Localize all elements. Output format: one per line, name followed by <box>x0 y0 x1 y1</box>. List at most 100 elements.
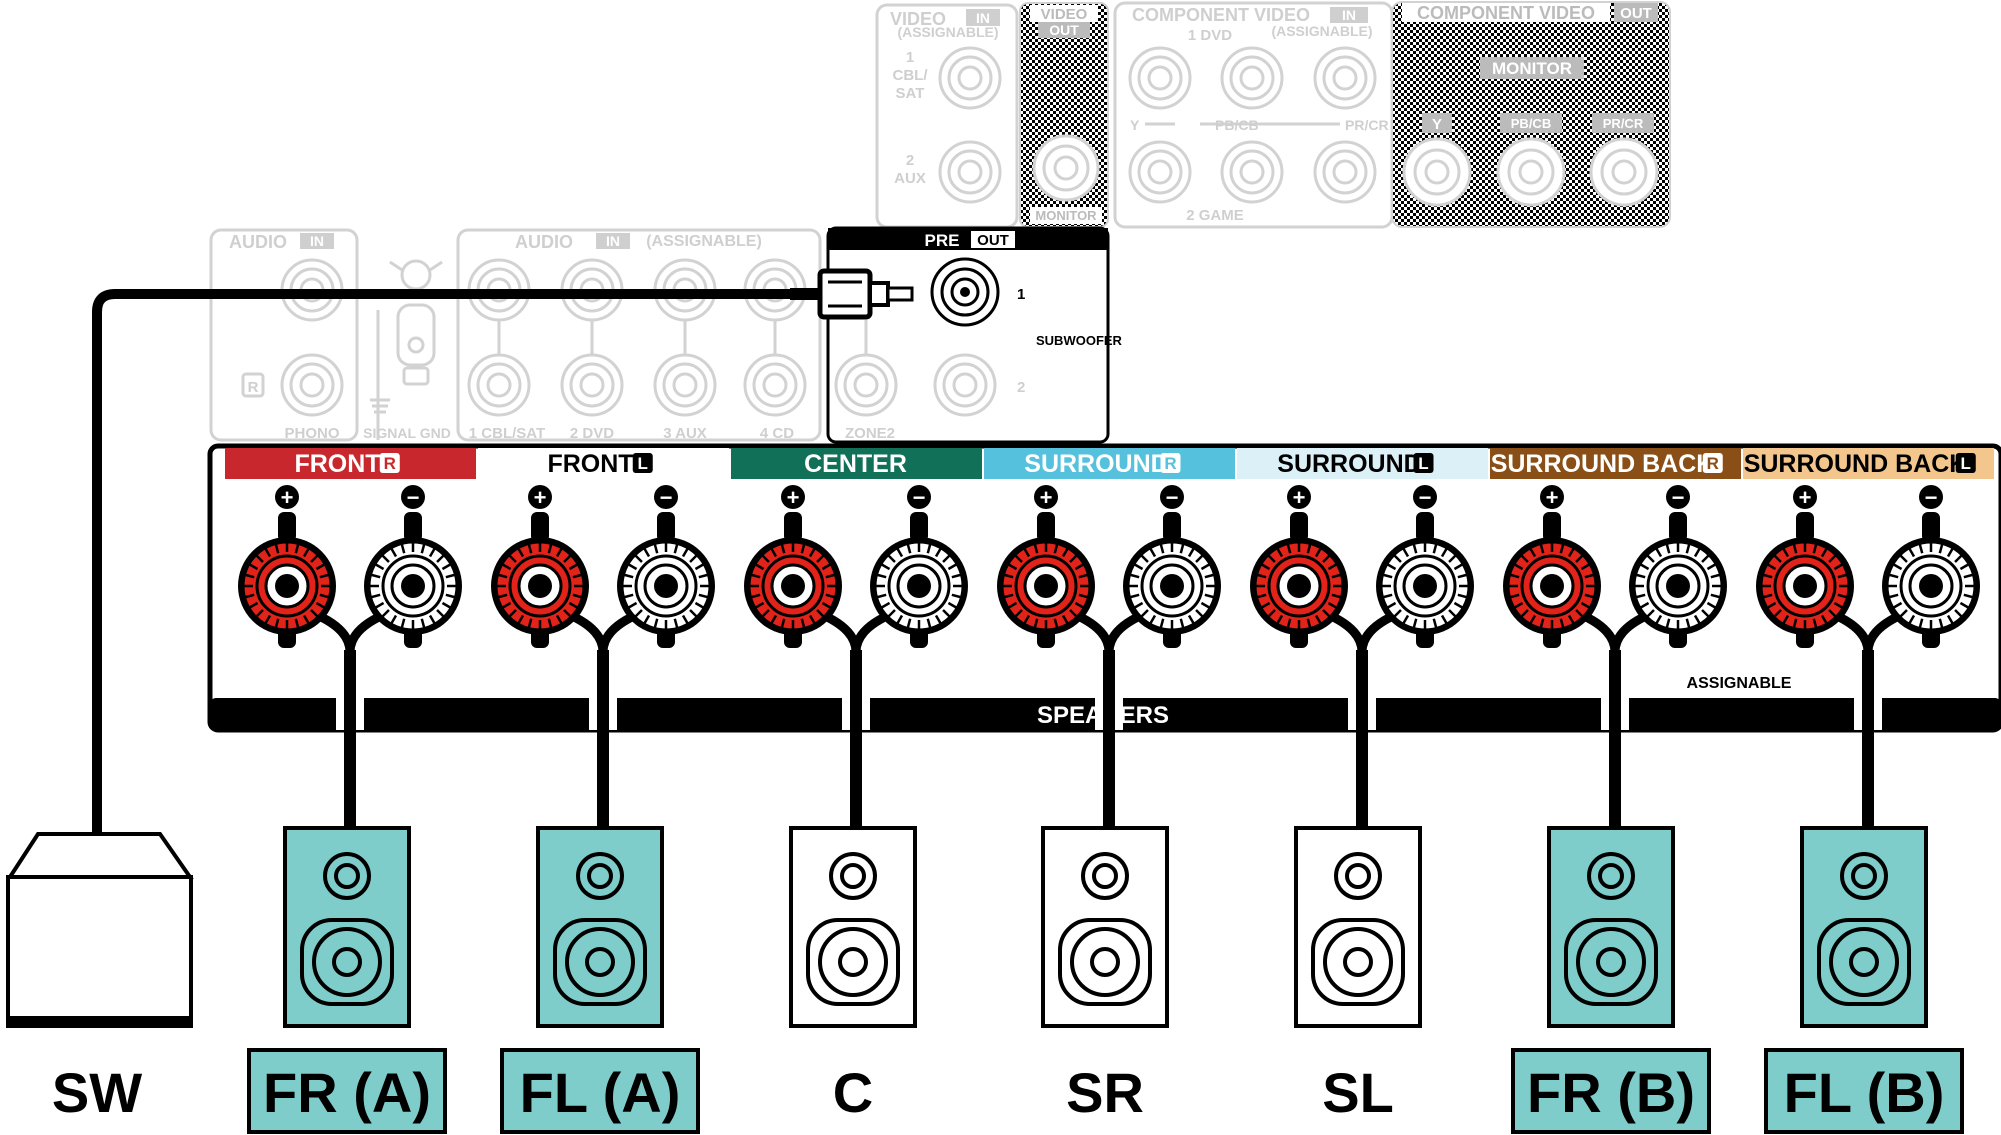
subwoofer-cabinet <box>6 875 193 1028</box>
speaker-terminals: +−+−+−+−+−+−+− <box>238 485 1980 653</box>
speaker-wires <box>336 650 1882 830</box>
minus-sign <box>1160 485 1184 509</box>
minus-sign-text: − <box>913 485 926 510</box>
speaker-sr: SR <box>1041 826 1169 1124</box>
section-side-badge <box>1160 453 1181 473</box>
speaker-c: C <box>789 826 917 1124</box>
positive-binding-post[interactable] <box>1756 537 1854 635</box>
speaker-wire-4 <box>1103 650 1115 830</box>
section-side-letter: L <box>1418 454 1428 473</box>
rear-panel-ghost: VIDEO IN (ASSIGNABLE) 1 CBL/ SAT 2 AUX V… <box>209 1 1671 442</box>
terminal-pair-6: +− <box>1503 485 1727 653</box>
audio-in-label: AUDIO <box>229 232 287 252</box>
video-in-1-l2: SAT <box>896 85 925 102</box>
video-in-block: VIDEO IN (ASSIGNABLE) 1 CBL/ SAT 2 AUX <box>875 3 1019 229</box>
video-out-tag: OUT <box>1049 22 1079 38</box>
negative-binding-post[interactable] <box>1123 537 1221 635</box>
section-header-3: CENTER <box>731 448 982 479</box>
speaker-fl-a: FL (A) <box>500 826 700 1134</box>
comp-in-pr: PR/CR <box>1345 117 1389 133</box>
positive-binding-post[interactable] <box>238 537 336 635</box>
plus-sign <box>1034 485 1058 509</box>
negative-binding-post[interactable] <box>870 537 968 635</box>
speaker-wire-5 <box>1356 650 1368 830</box>
audio-assign-sub: (ASSIGNABLE) <box>646 233 762 250</box>
video-in-1-num: 1 <box>906 49 914 66</box>
speaker-label: FL (B) <box>1784 1061 1945 1124</box>
negative-binding-post[interactable] <box>1376 537 1474 635</box>
section-header-label: SURROUND BACK <box>1491 450 1715 478</box>
comp-in-label: COMPONENT VIDEO <box>1132 5 1310 25</box>
section-header-bg <box>1743 448 1994 479</box>
comp-in-sub: (ASSIGNABLE) <box>1271 23 1372 39</box>
minus-sign <box>401 485 425 509</box>
positive-binding-post[interactable] <box>1503 537 1601 635</box>
video-in-tag: IN <box>976 10 990 26</box>
section-side-letter: R <box>1164 454 1176 473</box>
signal-gnd: SIGNAL GND <box>363 259 451 441</box>
plus-sign-text: + <box>1546 485 1559 510</box>
positive-binding-post[interactable] <box>1250 537 1348 635</box>
video-in-label: VIDEO <box>890 9 946 29</box>
terminal-pair-7: +− <box>1756 485 1980 653</box>
section-header-label: FRONT <box>547 450 633 478</box>
speaker-wire-3 <box>850 650 862 830</box>
signal-gnd-label: SIGNAL GND <box>363 425 451 441</box>
plus-sign <box>275 485 299 509</box>
assignable-label: ASSIGNABLE <box>1687 675 1792 692</box>
pre-out-block: PRE OUT 1 SUBWOOFER 2 ZONE2 <box>826 226 1123 444</box>
speaker-label-box <box>500 1048 700 1134</box>
video-in-jack-2 <box>938 140 1002 204</box>
speaker-label: SR <box>1066 1061 1144 1124</box>
speaker-label-box <box>1511 1048 1711 1134</box>
speaker-fl-b: FL (B) <box>1764 826 1964 1134</box>
comp-in-dvd: 1 DVD <box>1188 27 1232 44</box>
positive-binding-post[interactable] <box>744 537 842 635</box>
section-header-bg <box>1237 448 1488 479</box>
audio-assign-input-3: 3 AUX <box>663 425 707 442</box>
positive-binding-post[interactable] <box>491 537 589 635</box>
speaker-label: SW <box>52 1061 142 1124</box>
speaker-terminal-panel: SPEAKERS ASSIGNABLE FRONTRFRONTLCENTERSU… <box>207 443 2001 733</box>
negative-binding-post[interactable] <box>1629 537 1727 635</box>
section-side-badge <box>379 453 400 473</box>
audio-assign-input-1: 1 CBL/SAT <box>469 425 545 442</box>
audio-assign-input-4: 4 CD <box>760 425 794 442</box>
section-header-bg <box>1490 448 1741 479</box>
terminal-pair-5: +− <box>1250 485 1474 653</box>
negative-binding-post[interactable] <box>364 537 462 635</box>
terminal-pair-1: +− <box>238 485 462 653</box>
section-side-badge <box>632 453 653 473</box>
audio-assign-label: AUDIO <box>515 232 573 252</box>
comp-in-pb: PB/CB <box>1215 117 1259 133</box>
audio-in-assignable-block: AUDIO IN (ASSIGNABLE) 1 CBL/SAT 2 DVD 3 … <box>456 228 822 442</box>
zone2-label: ZONE2 <box>845 425 895 442</box>
negative-binding-post[interactable] <box>1882 537 1980 635</box>
audio-assign-tag: IN <box>606 233 620 249</box>
speaker-wire-1 <box>344 650 356 830</box>
component-video-in-block: COMPONENT VIDEO IN 1 DVD (ASSIGNABLE) Y … <box>1113 1 1394 229</box>
comp-out-monitor: MONITOR <box>1492 59 1572 78</box>
comp-out-label: COMPONENT VIDEO <box>1417 3 1595 23</box>
section-side-badge <box>1955 453 1976 473</box>
plus-sign-text: + <box>787 485 800 510</box>
section-header-bg <box>225 448 476 479</box>
section-side-badge <box>1413 453 1434 473</box>
section-header-label: SURROUND <box>1277 450 1421 478</box>
plus-sign-text: + <box>1293 485 1306 510</box>
plus-sign <box>781 485 805 509</box>
plus-sign-text: + <box>1040 485 1053 510</box>
speaker-fr-a: FR (A) <box>247 826 447 1134</box>
speaker-wire-2 <box>597 650 609 830</box>
positive-binding-post[interactable] <box>997 537 1095 635</box>
section-header-label: SURROUND <box>1024 450 1168 478</box>
pre-out-jack-1[interactable] <box>930 257 1000 327</box>
subwoofer-label: SUBWOOFER <box>1036 333 1123 348</box>
negative-binding-post[interactable] <box>617 537 715 635</box>
minus-sign <box>1413 485 1437 509</box>
pre-out-label: PRE <box>925 231 960 250</box>
plus-sign-text: + <box>281 485 294 510</box>
